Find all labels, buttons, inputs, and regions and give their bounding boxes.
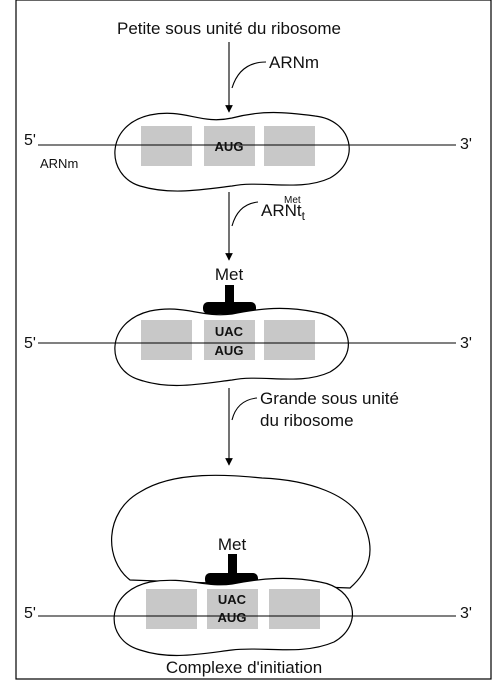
codon-aug-1: AUG	[215, 139, 244, 154]
arnt-sub: t	[302, 209, 306, 223]
label-arnm-strand: ARNm	[40, 156, 78, 171]
site-box-left-1	[141, 126, 192, 166]
five-prime-1: 5'	[24, 132, 36, 149]
trna-stem-2	[225, 285, 234, 305]
codon-aug-3: AUG	[218, 610, 247, 625]
five-prime-2: 5'	[24, 335, 36, 352]
label-arnm-arrow: ARNm	[269, 53, 319, 72]
title-small-subunit: Petite sous unité du ribosome	[117, 19, 341, 38]
codon-aug-2: AUG	[215, 343, 244, 358]
three-prime-1: 3'	[460, 136, 472, 153]
site-box-center-1	[204, 126, 255, 166]
three-prime-2: 3'	[460, 335, 472, 352]
five-prime-3: 5'	[24, 605, 36, 622]
site-box-right-2	[264, 320, 315, 360]
label-grande-line2: du ribosome	[260, 411, 354, 430]
grande-pointer	[231, 397, 258, 421]
anticodon-uac-3: UAC	[218, 592, 247, 607]
site-box-right-3	[269, 589, 320, 629]
site-box-center-3	[207, 589, 258, 629]
label-complexe: Complexe d'initiation	[166, 658, 322, 677]
arnt-main: ARNt	[261, 201, 302, 220]
three-prime-3: 3'	[460, 605, 472, 622]
arnm-pointer	[231, 61, 267, 89]
arnt-pointer	[231, 201, 259, 227]
site-box-left-2	[141, 320, 192, 360]
label-grande-line1: Grande sous unité	[260, 389, 399, 408]
arnt-sup: Met	[284, 195, 301, 206]
trna-stem-3	[228, 554, 237, 576]
site-box-right-1	[264, 126, 315, 166]
site-box-left-3	[146, 589, 197, 629]
met-label-2: Met	[215, 265, 244, 284]
large-subunit-3	[111, 474, 371, 589]
site-box-center-2	[204, 320, 255, 360]
label-arnt: ARNtt	[261, 201, 306, 223]
page-border	[15, 0, 492, 680]
met-label-3: Met	[218, 535, 247, 554]
trna-bar-2	[203, 302, 256, 314]
anticodon-uac-2: UAC	[215, 324, 244, 339]
